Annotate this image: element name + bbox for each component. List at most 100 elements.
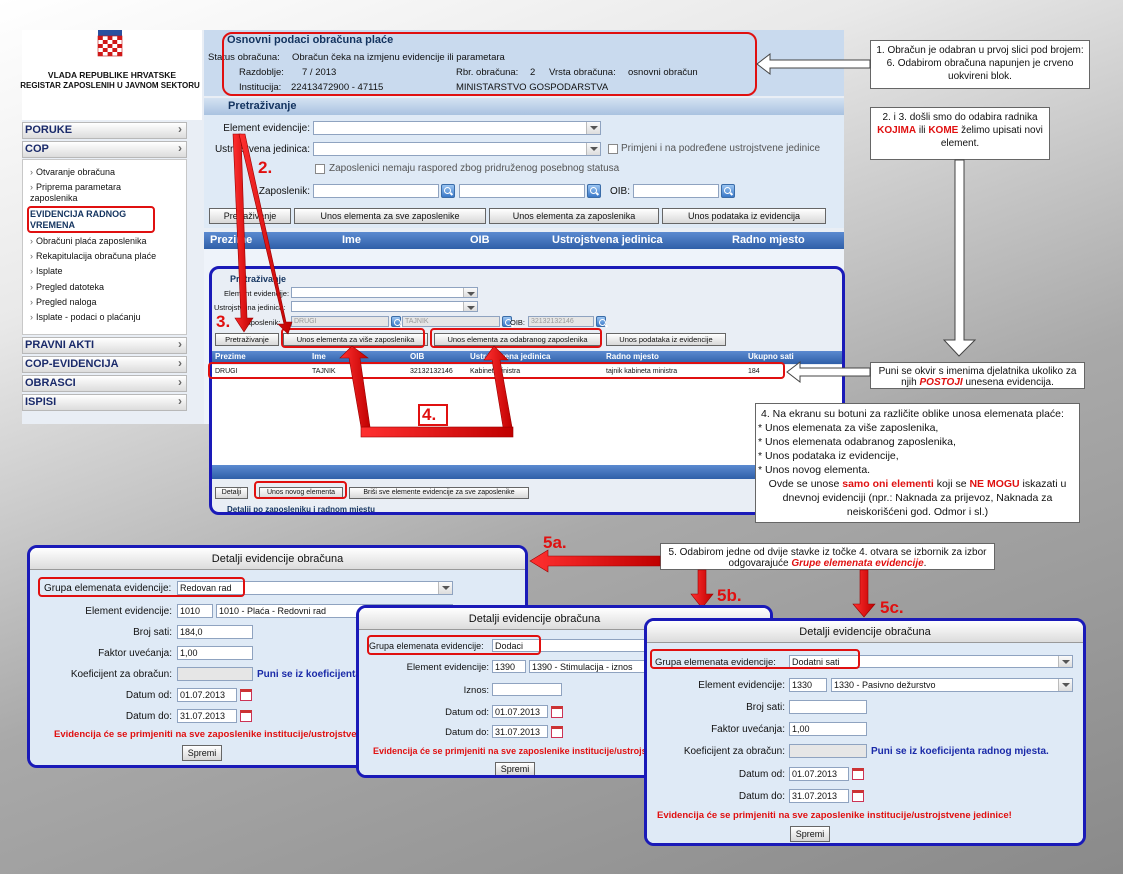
- sidebar-item-cop-evidencija[interactable]: COP-EVIDENCIJA: [22, 356, 187, 373]
- arrow-note2-down: [942, 159, 977, 357]
- save-button[interactable]: Spremi: [495, 762, 535, 775]
- inner-search-button[interactable]: Pretraživanje: [215, 333, 279, 346]
- table-row[interactable]: DRUGI TAJNIK 32132132146 Kabinet ministr…: [212, 365, 842, 379]
- logo-area: VLADA REPUBLIKE HRVATSKE REGISTAR ZAPOSL…: [20, 30, 202, 120]
- calendar-icon[interactable]: [852, 768, 864, 780]
- details-button[interactable]: Detalji: [215, 487, 248, 499]
- search-unit-label: Ustrojstvena jedinica:: [214, 144, 310, 155]
- coef-label: Koeficijent za obračun:: [70, 669, 172, 680]
- ministry-name: MINISTARSTVO GOSPODARSTVA: [456, 82, 609, 93]
- search-icon[interactable]: [441, 184, 455, 198]
- add-element-multi-button[interactable]: Unos elementa za više zaposlenika: [283, 333, 428, 346]
- to-label: Datum do:: [445, 727, 489, 738]
- inner-oib-input[interactable]: [528, 316, 594, 327]
- note-5: 5. Odabirom jedne od dvije stavke iz toč…: [660, 543, 995, 570]
- element-code-input[interactable]: [492, 660, 526, 673]
- inner-import-button[interactable]: Unos podataka iz evidencije: [606, 333, 726, 346]
- date-to-input[interactable]: [177, 709, 237, 723]
- sidebar-item-obrasci[interactable]: OBRASCI: [22, 375, 187, 392]
- calendar-icon[interactable]: [852, 790, 864, 802]
- delete-all-elements-button[interactable]: Briši sve elemente evidencije za sve zap…: [349, 487, 529, 499]
- from-label: Datum od:: [738, 769, 785, 780]
- search-unit-select[interactable]: [313, 142, 601, 156]
- coat-of-arms-icon: [96, 30, 124, 66]
- search-icon[interactable]: [587, 184, 601, 198]
- sidebar-item-pravni-akti[interactable]: PRAVNI AKTI: [22, 337, 187, 354]
- search-icon[interactable]: [596, 316, 606, 327]
- sidebar-item-ispisi[interactable]: ISPISI: [22, 394, 187, 411]
- calendar-icon[interactable]: [551, 726, 563, 738]
- inner-unit-select[interactable]: [291, 301, 478, 312]
- search-element-select[interactable]: [313, 121, 601, 135]
- row-prezime: DRUGI: [215, 368, 238, 375]
- group-value: Dodatni sati: [792, 657, 840, 667]
- sidebar-sub-evidencija[interactable]: EVIDENCIJA RADNOG VREMENA: [30, 209, 140, 231]
- hours-input[interactable]: [789, 700, 867, 714]
- employee-surname-input[interactable]: [313, 184, 439, 198]
- amount-input[interactable]: [492, 683, 562, 696]
- search-icon[interactable]: [502, 316, 512, 327]
- add-element-employee-button[interactable]: Unos elementa za zaposlenika: [489, 208, 659, 224]
- arrow-5c: [852, 569, 876, 618]
- label-5b: 5b.: [717, 586, 742, 605]
- sidebar-sub-datoteke[interactable]: Pregled datoteka: [30, 282, 104, 292]
- sidebar-item-label: COP-EVIDENCIJA: [25, 358, 119, 370]
- inner-name-input[interactable]: [402, 316, 500, 327]
- coef-label: Koeficijent za obračun:: [683, 746, 785, 757]
- sidebar-sub-rekapitulacija[interactable]: Rekapitulacija obračuna plaće: [30, 251, 156, 261]
- save-button[interactable]: Spremi: [182, 745, 222, 761]
- sidebar-sub-obracuni[interactable]: Obračuni plaća zaposlenika: [30, 236, 147, 246]
- employee-name-input[interactable]: [459, 184, 585, 198]
- calendar-icon[interactable]: [240, 710, 252, 722]
- group-select[interactable]: Redovan rad: [177, 581, 453, 595]
- hours-input[interactable]: [177, 625, 253, 639]
- no-schedule-checkbox[interactable]: [315, 164, 325, 174]
- note-3-c: unesena evidencija.: [965, 377, 1054, 388]
- sidebar-sub-otvaranje[interactable]: Otvaranje obračuna: [30, 167, 115, 177]
- coef-input[interactable]: [789, 744, 867, 758]
- note-2-e: želimo upisati novi element.: [940, 125, 1043, 149]
- warning-text: Evidencija će se primjeniti na sve zapos…: [373, 746, 647, 756]
- oib-input[interactable]: [633, 184, 719, 198]
- date-to-input[interactable]: [789, 789, 849, 803]
- element-select[interactable]: 1330 - Pasivno dežurstvo: [831, 678, 1073, 692]
- import-records-button[interactable]: Unos podataka iz evidencija: [662, 208, 826, 224]
- apply-sub-checkbox[interactable]: [608, 144, 618, 154]
- element-code-input[interactable]: [789, 678, 827, 692]
- inner-surname-input[interactable]: [291, 316, 389, 327]
- col-ime: Ime: [342, 234, 361, 246]
- group-value: Dodaci: [495, 641, 524, 651]
- inner-element-select[interactable]: [291, 287, 478, 298]
- search-icon[interactable]: [721, 184, 735, 198]
- note-3: Puni se okvir s imenima djelatnika ukoli…: [870, 362, 1085, 389]
- search-button[interactable]: Pretraživanje: [209, 208, 291, 224]
- element-code-input[interactable]: [177, 604, 213, 618]
- sidebar-sub-priprema[interactable]: Priprema parametara zaposlenika: [30, 182, 150, 204]
- date-to-input[interactable]: [492, 725, 548, 738]
- calendar-icon[interactable]: [240, 689, 252, 701]
- to-label: Datum do:: [738, 791, 785, 802]
- sidebar-item-label: ISPISI: [25, 396, 57, 408]
- sidebar-item-poruke[interactable]: PORUKE: [22, 122, 187, 139]
- sidebar-item-cop[interactable]: COP: [22, 141, 187, 158]
- label-3: 3.: [216, 312, 231, 331]
- sidebar-sub-nalozi[interactable]: Pregled naloga: [30, 297, 97, 307]
- factor-input[interactable]: [789, 722, 867, 736]
- note-4-red2: NE MOGU: [969, 478, 1020, 490]
- date-from-input[interactable]: [789, 767, 849, 781]
- search-icon[interactable]: [391, 316, 401, 327]
- element-value: 1390 - Stimulacija - iznos: [532, 662, 633, 672]
- group-select[interactable]: Dodatni sati: [789, 655, 1073, 668]
- coef-input[interactable]: [177, 667, 253, 681]
- calendar-icon[interactable]: [551, 706, 563, 718]
- sidebar-sub-placanje[interactable]: Isplate - podaci o plaćanju: [30, 312, 141, 322]
- date-from-input[interactable]: [492, 705, 548, 718]
- factor-input[interactable]: [177, 646, 253, 660]
- date-from-input[interactable]: [177, 688, 237, 702]
- add-element-all-button[interactable]: Unos elementa za sve zaposlenike: [294, 208, 486, 224]
- hours-label: Broj sati:: [133, 627, 172, 638]
- inner-col-prezime: Prezime: [215, 352, 246, 361]
- save-button[interactable]: Spremi: [790, 826, 830, 842]
- sidebar-sub-isplate[interactable]: Isplate: [30, 266, 63, 276]
